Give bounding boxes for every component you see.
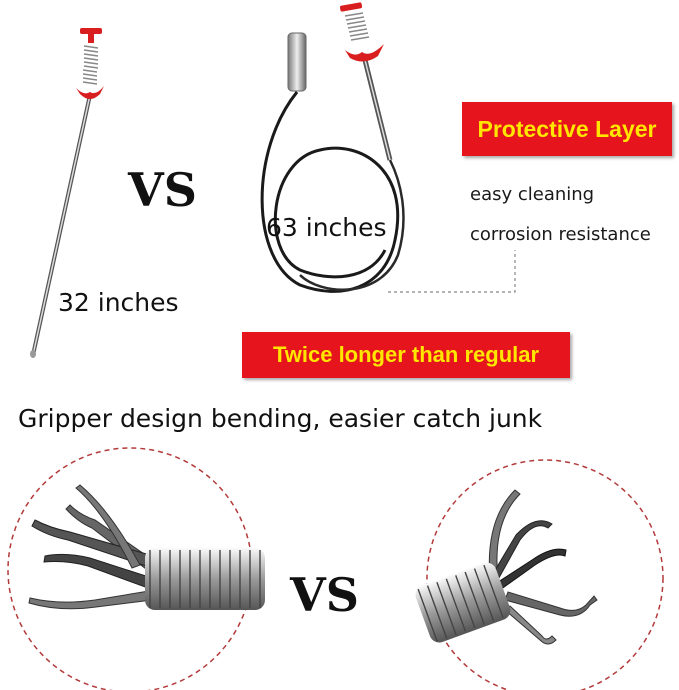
gripper-closeup-right (415, 459, 664, 690)
gripper-heading: Gripper design bending, easier catch jun… (18, 404, 543, 433)
long-cable-tool (260, 2, 405, 293)
gripper-closeup-left (7, 447, 265, 690)
short-grabber-tool (30, 28, 104, 358)
vs-label-top: VS (128, 163, 197, 217)
short-length-label: 32 inches (58, 288, 179, 317)
long-length-label: 63 inches (266, 213, 387, 242)
protective-layer-badge: Protective Layer (462, 102, 672, 156)
vs-label-bottom: VS (290, 568, 359, 622)
callout-dashed-line (388, 250, 516, 293)
twice-longer-badge: Twice longer than regular (242, 332, 570, 378)
feature-easy-cleaning: easy cleaning (470, 184, 595, 205)
feature-corrosion-resistance: corrosion resistance (470, 224, 651, 245)
